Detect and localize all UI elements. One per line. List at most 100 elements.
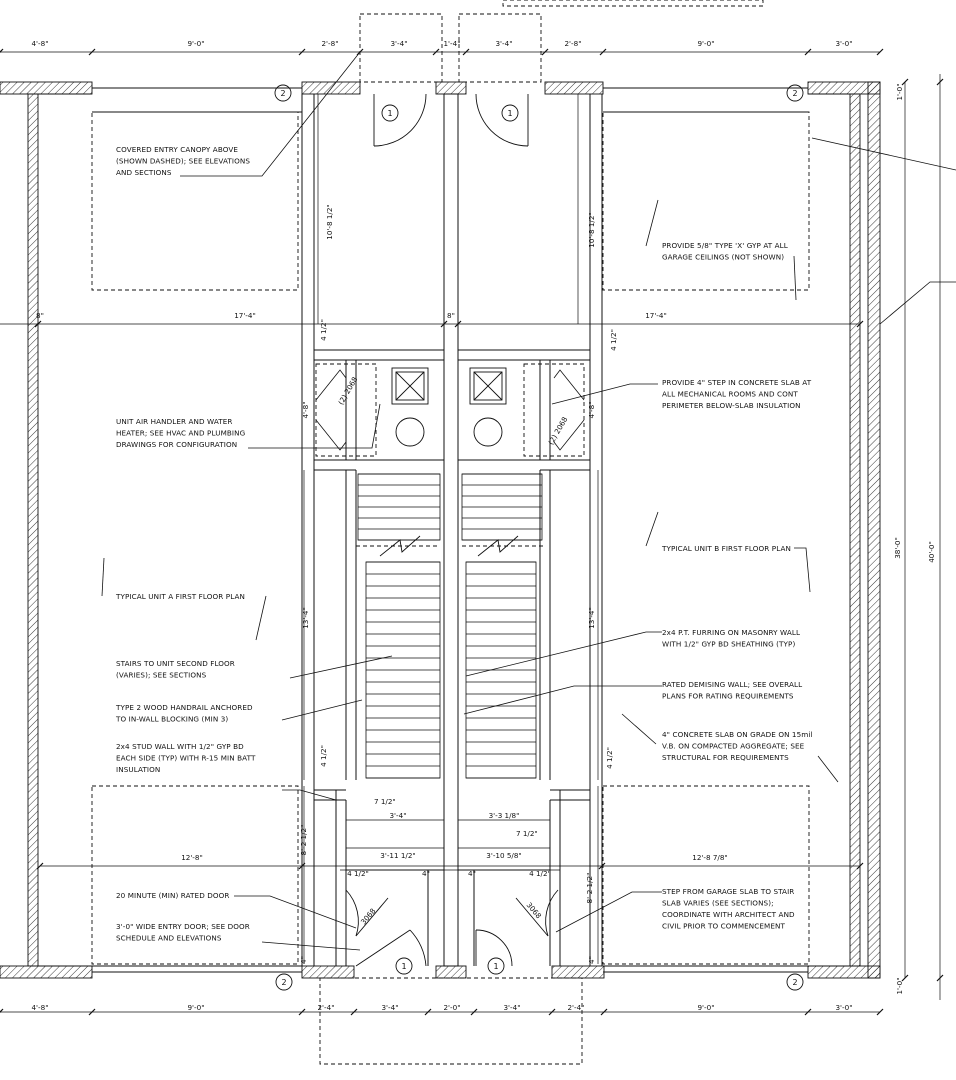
stair-breaklines — [379, 535, 519, 557]
dimension-tick — [454, 320, 462, 328]
window-tag: 2 — [281, 978, 286, 987]
dimension-tick — [936, 78, 944, 86]
note-garage-step: STEP FROM GARAGE SLAB TO STAIR SLAB VARI… — [662, 887, 797, 931]
dashed-outlines — [91, 0, 810, 1065]
dimension-tick — [36, 862, 44, 870]
dim-bot-5: 2'-0" — [443, 1003, 460, 1012]
stair-left — [357, 473, 441, 779]
dimension-tick — [34, 320, 42, 328]
dim-stair-right: 13'-4" — [587, 607, 596, 629]
dim-bot-6: 3'-4" — [503, 1003, 520, 1012]
dimension-tick — [901, 974, 909, 982]
dimension-tick — [856, 320, 864, 328]
dimension-tick — [936, 974, 944, 982]
dimension-tick — [424, 1008, 432, 1016]
dimension-tick — [298, 1008, 306, 1016]
note-stairs: STAIRS TO UNIT SECOND FLOOR (VARIES); SE… — [116, 659, 237, 680]
window-tag: 2 — [792, 89, 797, 98]
note-unit-b-plan: TYPICAL UNIT B FIRST FLOOR PLAN — [661, 544, 791, 553]
note-concrete-slab: 4" CONCRETE SLAB ON GRADE ON 15mil V.B. … — [662, 730, 815, 762]
dimension-tick — [804, 1008, 812, 1016]
dimension-tick — [298, 48, 306, 56]
note-entry-door: 3'-0" WIDE ENTRY DOOR; SEE DOOR SCHEDULE… — [116, 922, 252, 943]
dimension-tick — [440, 320, 448, 328]
dimension-tick — [876, 1008, 884, 1016]
stair-right — [461, 473, 543, 779]
dim-overall-inner: 38'-0" — [893, 537, 902, 559]
dim-mech-top-left: 4 1/2" — [319, 319, 328, 341]
note-slab-step: PROVIDE 4" STEP IN CONCRETE SLAB AT ALL … — [662, 378, 814, 410]
dim-bot-v-right: 4" — [587, 956, 596, 964]
dim-unit-width-right: 17'-4" — [645, 311, 667, 320]
dimension-tick — [0, 48, 4, 53]
annotation-notes: COVERED ENTRY CANOPY ABOVE (SHOWN DASHED… — [115, 145, 815, 943]
dim-mech-top-right: 4 1/2" — [609, 329, 618, 351]
door-tag: 1 — [507, 109, 512, 118]
dim-bot-8: 9'-0" — [697, 1003, 714, 1012]
dim-top-8: 9'-0" — [697, 39, 714, 48]
dim-top-7: 2'-8" — [564, 39, 581, 48]
stair-outline — [461, 473, 543, 541]
dim-mech-left: 4'-8" — [301, 401, 310, 418]
entry-doors-bottom — [345, 889, 559, 967]
mechanical-equipment — [391, 367, 507, 447]
dim-landing-left-75: 7 1/2" — [374, 797, 396, 806]
dimension-tick — [462, 48, 470, 56]
dim-garage-depth-right: 10'-8 1/2" — [587, 212, 596, 247]
closet-doors — [315, 369, 585, 451]
window-tag: 2 — [792, 978, 797, 987]
dim-vest-right: 3'-10 5/8" — [486, 851, 521, 860]
dimension-tick — [470, 1008, 478, 1016]
dimension-tick — [600, 1008, 608, 1016]
dimension-text: 4'-8" 9'-0" 2'-8" 3'-4" 1'-4" 3'-4" 2'-8… — [31, 39, 936, 1012]
dimension-tick — [548, 1008, 556, 1016]
door-size-left: 3068 — [359, 906, 378, 926]
dim-vest-right-4: 4" — [468, 869, 476, 878]
dimension-tick — [541, 48, 549, 56]
dim-landing-right-75: 7 1/2" — [516, 829, 538, 838]
leader-lines — [101, 51, 956, 951]
dimension-tick — [0, 1008, 4, 1013]
dim-top-2: 9'-0" — [187, 39, 204, 48]
stud-walls — [38, 87, 850, 973]
dim-lower-right: 12'-8 7/8" — [692, 853, 727, 862]
dim-bot-9: 3'-0" — [835, 1003, 852, 1012]
note-canopy: COVERED ENTRY CANOPY ABOVE (SHOWN DASHED… — [116, 145, 252, 177]
door-size-right: 3068 — [525, 900, 544, 920]
dim-top-5: 1'-4" — [443, 39, 460, 48]
dimension-tick — [901, 78, 909, 86]
dim-lower-v-right: 8'-2 1/2" — [585, 873, 594, 904]
dim-top-1: 4'-8" — [31, 39, 48, 48]
dimension-tick — [432, 48, 440, 56]
note-rated-door: 20 MINUTE (MIN) RATED DOOR — [116, 891, 229, 900]
dimension-lines — [0, 48, 944, 1016]
note-gyp-ceilings: PROVIDE 5/8" TYPE 'X' GYP AT ALL GARAGE … — [662, 241, 790, 262]
door-tag: 1 — [401, 962, 406, 971]
dim-top-6: 3'-4" — [495, 39, 512, 48]
dimension-tick — [88, 48, 96, 56]
dim-bot-v-left: 4" — [299, 956, 308, 964]
note-demising-wall: RATED DEMISING WALL; SEE OVERALL PLANS F… — [662, 680, 805, 701]
note-stud-wall: 2x4 STUD WALL WITH 1/2" GYP BD EACH SIDE… — [116, 742, 258, 774]
stair-outline — [357, 473, 441, 541]
dim-wall-center: 8" — [447, 311, 455, 320]
dim-wall-left: 8" — [36, 311, 44, 320]
dim-vest-left-4: 4" — [422, 869, 430, 878]
entry-doors-top — [373, 93, 529, 147]
dim-overall-outer: 40'-0" — [927, 541, 936, 563]
dim-stair-bottom-left: 4 1/2" — [319, 745, 328, 767]
dim-vest-left: 3'-11 1/2" — [380, 851, 415, 860]
dim-top-4: 3'-4" — [390, 39, 407, 48]
dim-bot-2: 9'-0" — [187, 1003, 204, 1012]
tag-symbols — [274, 84, 804, 991]
dim-vest-right-412: 4 1/2" — [529, 869, 551, 878]
stair-outline — [465, 561, 537, 779]
door-tag: 1 — [493, 962, 498, 971]
window-tag: 2 — [280, 89, 285, 98]
dimension-tick — [298, 862, 306, 870]
dimension-tick — [598, 862, 606, 870]
note-air-handler: UNIT AIR HANDLER AND WATER HEATER; SEE H… — [116, 417, 248, 449]
dim-landing-left-w: 3'-4" — [389, 811, 406, 820]
dimension-tick — [350, 1008, 358, 1016]
